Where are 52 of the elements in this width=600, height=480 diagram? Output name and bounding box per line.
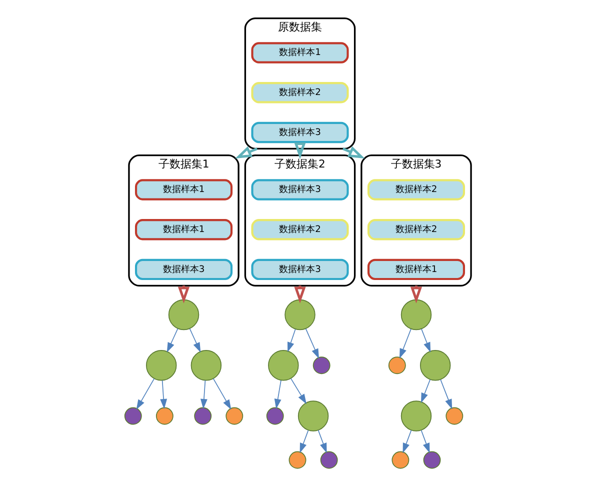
- node-box: 数据样本2: [251, 219, 349, 240]
- arrow: [212, 378, 232, 410]
- node-circle: [446, 407, 464, 425]
- node-box: 数据样本1: [251, 42, 349, 64]
- node-circle: [392, 451, 410, 469]
- arrow: [290, 378, 306, 404]
- arrow: [166, 328, 178, 353]
- node-box: 数据样本1: [134, 219, 233, 240]
- node-circle: [284, 299, 316, 330]
- arrow: [440, 379, 452, 410]
- node-circle: [226, 407, 244, 425]
- node-circle: [156, 407, 174, 425]
- node-circle: [194, 407, 212, 425]
- node-circle: [320, 451, 338, 469]
- arrow: [421, 379, 431, 403]
- node-box: 数据样本2: [367, 179, 466, 200]
- node-circle: [146, 350, 177, 381]
- node-circle: [298, 400, 329, 432]
- arrow: [136, 378, 155, 410]
- arrow: [402, 430, 412, 454]
- node-box: 数据样本2: [367, 219, 466, 240]
- node-box: 数据样本2: [251, 82, 349, 104]
- arrow: [200, 380, 208, 409]
- node-box: 数据样本3: [134, 258, 233, 280]
- arrow: [287, 328, 296, 352]
- arrow: [189, 328, 201, 353]
- arrow: [305, 328, 320, 359]
- arrow: [318, 430, 327, 454]
- node-circle: [400, 299, 432, 330]
- node-box: 数据样本1: [367, 258, 466, 280]
- arrow: [421, 328, 431, 352]
- node-box: 数据样本3: [251, 258, 349, 280]
- arrow: [294, 142, 306, 160]
- node-circle: [423, 451, 441, 469]
- node-circle: [190, 350, 222, 381]
- node-box: 数据样本1: [134, 179, 233, 200]
- node-box: 数据样本3: [251, 179, 349, 200]
- node-circle: [268, 350, 299, 381]
- node-circle: [288, 451, 306, 469]
- node-circle: [312, 356, 330, 374]
- arrow: [160, 380, 168, 409]
- node-circle: [420, 350, 451, 381]
- node-circle: [168, 299, 200, 330]
- arrow: [300, 430, 309, 454]
- arrow: [274, 380, 282, 409]
- node-box: 数据样本3: [251, 122, 349, 144]
- node-circle: [400, 400, 432, 432]
- node-circle: [124, 407, 142, 425]
- arrow: [420, 430, 430, 454]
- arrow: [399, 328, 412, 359]
- node-circle: [266, 407, 284, 425]
- node-circle: [388, 356, 406, 374]
